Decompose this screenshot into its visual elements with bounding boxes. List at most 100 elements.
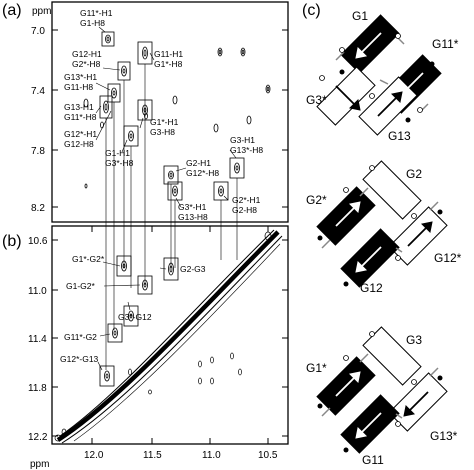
peak-label: G13*-H8	[230, 145, 263, 155]
panel-b-y-ticks: 10.6 11.0 11.4 11.8 12.2	[28, 236, 288, 443]
peak-label: G12*-G13	[60, 354, 99, 364]
panel-b-xtick: 10.5	[258, 450, 278, 461]
panel-b-labels: G1*-G2* G1-G2* G2-G3 G3*-G12 G11*-G2 G12…	[60, 254, 206, 364]
quadruplex-1: G1 G11* G3* G13	[306, 9, 459, 143]
quadruplex-1-black-dots	[339, 61, 435, 123]
panel-b-label: (b)	[2, 233, 22, 250]
peak-label: G2*-H1	[232, 195, 261, 205]
quadruplex-3-connectors	[321, 353, 439, 419]
panel-b-ytick: 11.4	[28, 334, 47, 345]
peak-label: G3*-H8	[105, 158, 134, 168]
quadruplex-2-dots	[343, 165, 417, 261]
peak-label: G1*-H8	[154, 59, 183, 69]
peak-label: G3-H1	[230, 135, 255, 145]
panel-b-ytick: 10.6	[28, 236, 48, 247]
quadruplex-2: G2* G2 G12* G12	[306, 160, 462, 295]
peak-label: G1-G2*	[66, 281, 96, 291]
peak-box	[99, 365, 115, 387]
peak-label: G11-H1	[154, 49, 183, 59]
panel-a-ytick: 8.2	[31, 203, 45, 214]
peak-box	[137, 41, 153, 65]
panel-b-frame	[51, 225, 289, 445]
peak-label: G12*-H1	[64, 129, 97, 139]
strand-label: G2	[406, 167, 422, 181]
peak-label: G11*-G2	[64, 332, 97, 342]
panel-connector-lines	[105, 64, 238, 370]
quadruplex-1-dots	[319, 33, 423, 113]
peak-box	[99, 95, 113, 119]
peak-label: G3-H8	[150, 127, 175, 137]
peak-box	[117, 61, 131, 81]
peak-box	[123, 125, 139, 147]
peak-label: G3*-H1	[178, 202, 207, 212]
panel-b-noise	[54, 231, 272, 442]
panel-b-axis-unit: ppm	[30, 459, 49, 470]
peak-label: G1-H8	[80, 18, 105, 28]
panel-a-labels: G11*-H1 G1-H8 G12-H1 G2*-H8 G13*-H1 G11-…	[64, 8, 263, 222]
panel-a-ytick: 7.4	[31, 86, 45, 97]
strand-label: G2*	[306, 193, 327, 207]
panel-b-leaders	[97, 261, 167, 371]
peak-label: G12*-H8	[186, 168, 219, 178]
peak-label: G1-H1	[105, 148, 130, 158]
peak-label: G11-H8	[64, 82, 93, 92]
panel-a-frame	[51, 1, 289, 223]
panel-b-diagonal	[56, 229, 283, 444]
panel-b-ytick: 11.0	[28, 286, 47, 297]
peak-label: G12-H8	[64, 139, 94, 149]
panel-a: (a) ppm 7.0 7.4 7.8 8.2	[2, 1, 289, 223]
panel-b-xtick: 12.0	[84, 450, 104, 461]
quadruplex-3-black-dots	[317, 375, 443, 453]
panel-a-y-ticks: 7.0 7.4 7.8 8.2	[31, 26, 288, 214]
strand-label: G1	[352, 9, 368, 23]
peak-label: G13*-H1	[64, 72, 97, 82]
strand-label: G1*	[306, 361, 327, 375]
peak-label: G1*-G2*	[72, 254, 105, 264]
panel-c: (c)	[302, 2, 462, 467]
peak-box	[101, 31, 115, 47]
quadruplex-3-dots	[343, 331, 417, 427]
peak-box	[213, 181, 229, 201]
strand-label: G13*	[430, 429, 458, 443]
peak-label: G13-H1	[64, 102, 94, 112]
panel-c-label: (c)	[302, 2, 321, 19]
peak-box	[107, 323, 123, 343]
panel-b: (b) ppm 10.6 11.0 11.4 11.8 12.2	[2, 225, 289, 470]
peak-label: G2-H1	[186, 158, 211, 168]
strand-label: G3*	[306, 93, 327, 107]
panel-b-ytick: 11.8	[28, 383, 47, 394]
strand-label: G12	[360, 281, 383, 295]
peak-box	[167, 181, 183, 201]
strand-label: G3	[406, 333, 422, 347]
peak-box	[107, 83, 121, 103]
strand-label: G11	[362, 453, 384, 467]
panel-a-label: (a)	[2, 2, 22, 19]
quadruplex-2-arrows	[335, 201, 433, 273]
panel-b-xtick: 11.0	[202, 450, 221, 461]
peak-label: G13-H8	[178, 212, 208, 222]
peak-box	[163, 165, 179, 185]
quadruplex-3: G1* G3 G13* G11	[306, 326, 458, 467]
peak-label: G2-G3	[180, 264, 206, 274]
peak-label: G11*-H8	[64, 112, 97, 122]
panel-b-xtick: 11.5	[143, 450, 162, 461]
peak-label: G1*-H1	[150, 117, 179, 127]
quadruplex-3-arrows	[335, 371, 429, 439]
panel-b-x-ticks: 12.0 11.5 11.0 10.5	[84, 226, 278, 461]
peak-box	[116, 255, 132, 277]
peak-label: G12-H1	[72, 49, 102, 59]
peak-box	[123, 305, 139, 327]
quadruplex-2-connectors	[321, 187, 439, 253]
panel-a-leaders	[95, 26, 237, 208]
strand-label: G11*	[432, 37, 459, 51]
panel-b-ytick: 12.2	[28, 432, 48, 443]
strand-label: G12*	[434, 251, 462, 265]
panel-a-ytick: 7.0	[31, 26, 45, 37]
peak-box	[229, 157, 245, 179]
peak-label: G11*-H1	[80, 8, 113, 18]
panel-a-ytick: 7.8	[31, 146, 45, 157]
peak-label: G2-H8	[232, 205, 257, 215]
panel-a-axis-unit: ppm	[32, 6, 51, 17]
